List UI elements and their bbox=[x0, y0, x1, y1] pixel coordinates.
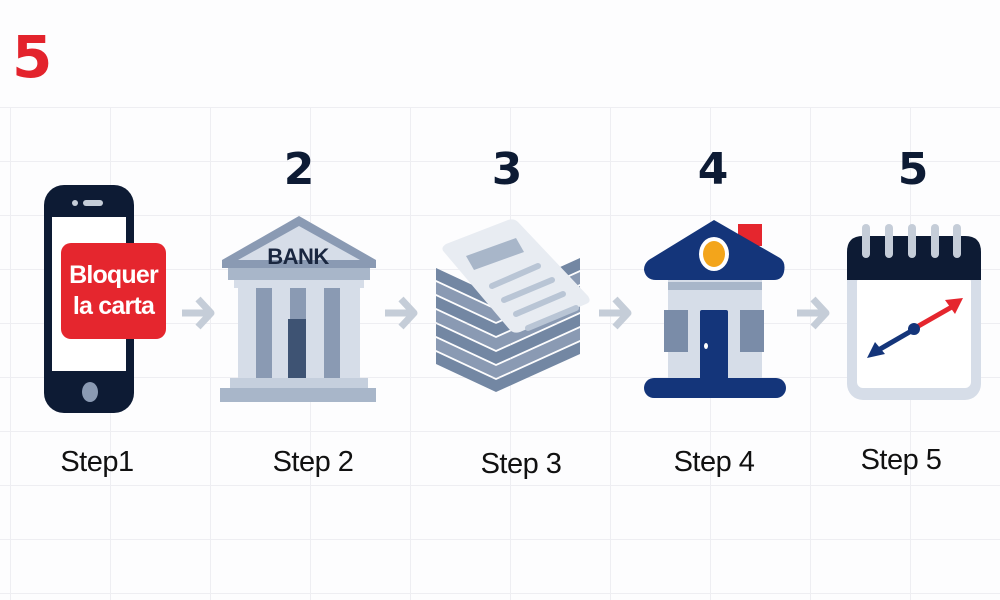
document-stack-icon bbox=[436, 219, 590, 392]
calendar-icon bbox=[847, 224, 981, 400]
bank-icon bbox=[220, 216, 376, 402]
step-4-label: Step 4 bbox=[673, 446, 755, 478]
step-2-number: 2 bbox=[283, 144, 315, 195]
arrow-right-icon bbox=[182, 296, 215, 330]
step-4-number: 4 bbox=[697, 144, 729, 195]
arrow-right-icon bbox=[385, 296, 418, 330]
arrow-right-icon bbox=[599, 296, 632, 330]
house-icon bbox=[644, 220, 786, 398]
step-3-number: 3 bbox=[491, 144, 523, 195]
step-5-label: Step 5 bbox=[860, 444, 942, 476]
step-count-badge: 5 bbox=[12, 23, 53, 91]
callout-line-1: Bloquer bbox=[69, 260, 159, 289]
step-1-label: Step1 bbox=[60, 446, 134, 478]
arrow-right-icon bbox=[797, 296, 830, 330]
callout-line-2: la carta bbox=[72, 292, 155, 320]
step-2-label: Step 2 bbox=[272, 446, 354, 478]
step-5-number: 5 bbox=[897, 144, 929, 195]
step-3-label: Step 3 bbox=[480, 448, 562, 480]
block-card-callout: Bloquer la carta bbox=[61, 243, 166, 339]
bank-sign: BANK bbox=[267, 244, 329, 269]
